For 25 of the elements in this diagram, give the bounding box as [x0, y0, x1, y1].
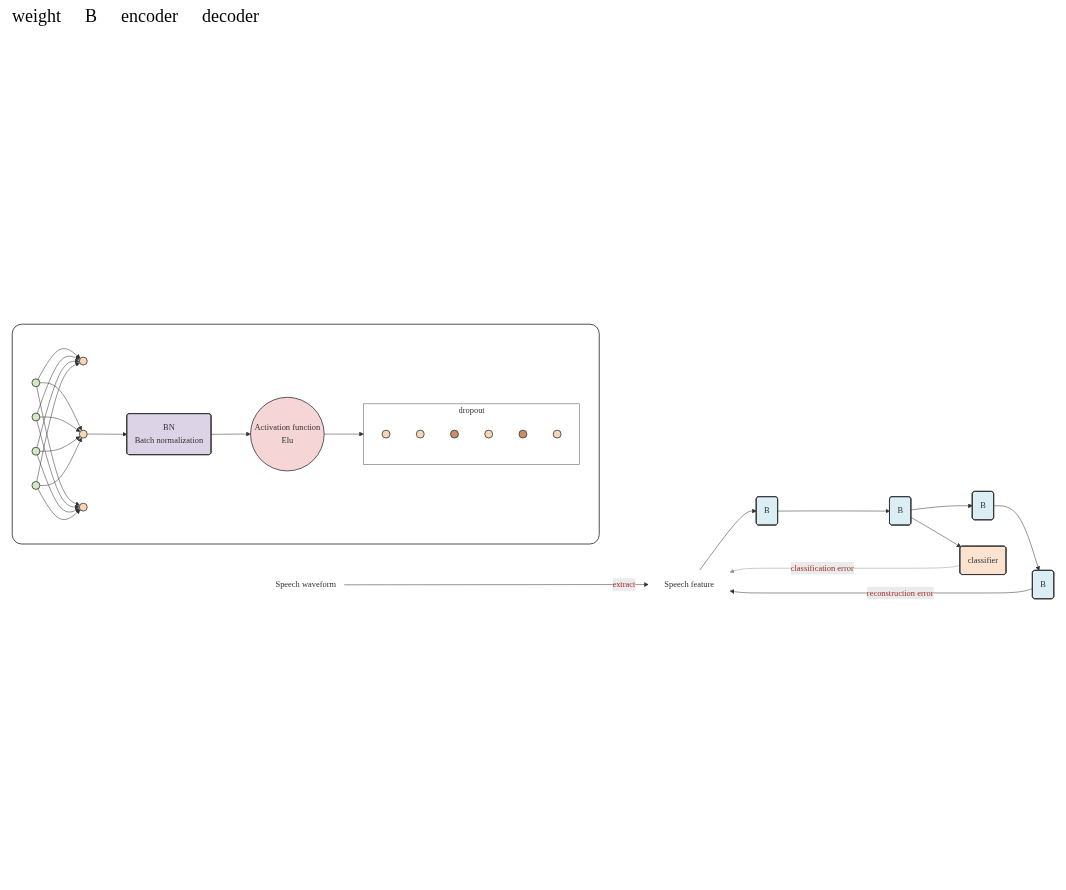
cluster — [11, 323, 600, 545]
node-circle — [78, 429, 88, 439]
node-circle — [381, 429, 391, 439]
label-text: decoder — [202, 6, 259, 27]
node-circle — [31, 412, 41, 422]
label-text: weight — [12, 6, 61, 27]
node-circle — [78, 356, 88, 366]
node-circle — [31, 446, 41, 456]
node-circle — [450, 429, 459, 439]
label-text: encoder — [121, 6, 178, 27]
edge-label: extract — [612, 579, 636, 589]
node-circle — [518, 429, 528, 439]
node-circle: Activation function Elu — [250, 396, 325, 472]
label-text: B — [85, 6, 97, 27]
node-text: Speech waveform — [275, 579, 337, 589]
node-circle — [78, 502, 88, 512]
node-text: Speech feature — [664, 579, 715, 589]
node-circle — [552, 429, 562, 439]
cluster: dropout — [363, 403, 580, 465]
node-circle — [31, 480, 41, 490]
edge-label: reconstruction error — [866, 587, 934, 597]
node-circle — [415, 429, 425, 439]
node-circle — [31, 378, 41, 387]
node-circle — [484, 429, 494, 439]
edge-label: classification error — [790, 563, 854, 573]
